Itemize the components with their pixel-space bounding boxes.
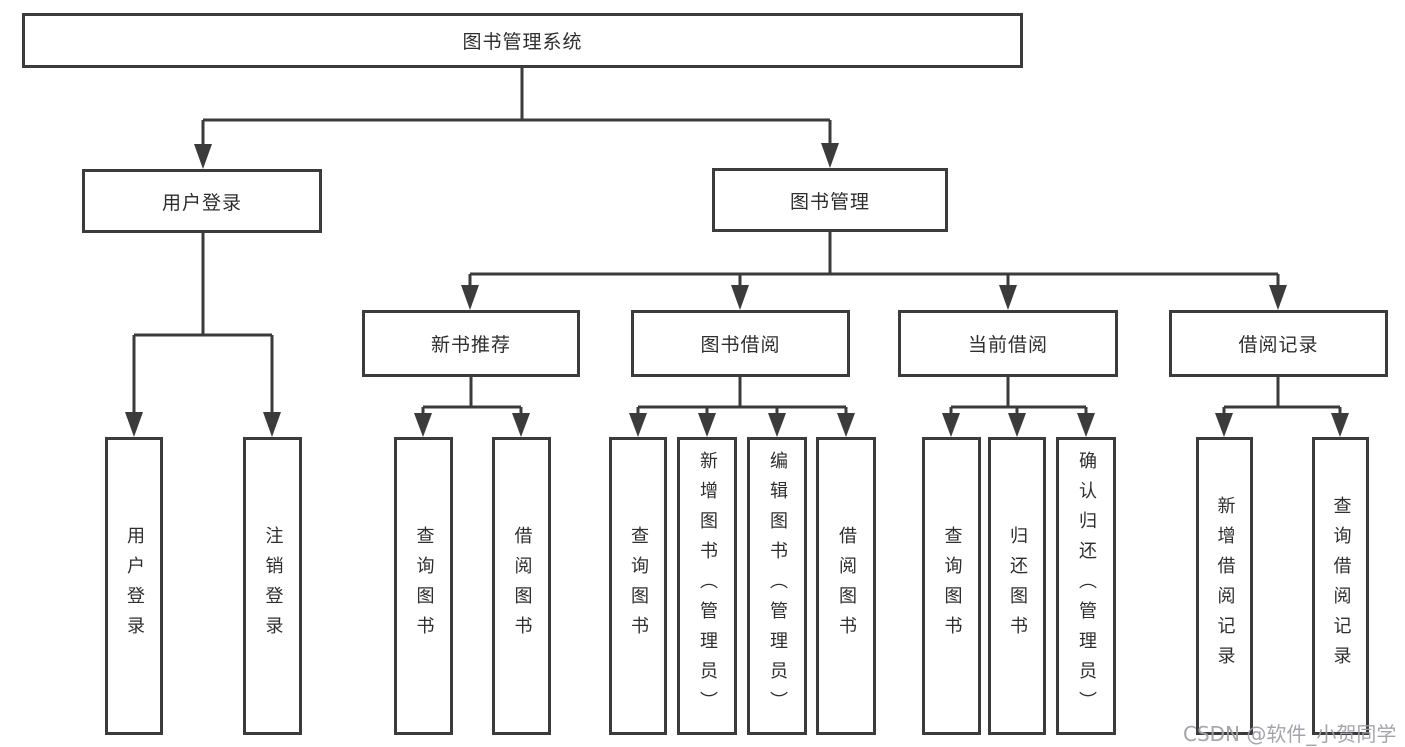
node-label: 借阅图书 <box>836 526 857 646</box>
node-label: 查询借阅记录 <box>1330 496 1352 676</box>
node-leaf-borrowing-edit-books-admin: 编辑图书（管理员） <box>747 437 807 735</box>
node-label: 图书管理 <box>789 190 870 213</box>
node-leaf-records-query-record: 查询借阅记录 <box>1312 437 1369 735</box>
node-label: 用户登录 <box>161 191 242 214</box>
node-label: 用户登录 <box>124 526 145 646</box>
node-leaf-borrowing-borrow-books: 借阅图书 <box>816 437 876 735</box>
node-current-borrowing: 当前借阅 <box>898 310 1118 377</box>
node-label: 查询图书 <box>628 526 649 646</box>
node-leaf-borrowing-add-books-admin: 新增图书（管理员） <box>677 437 737 735</box>
node-label: 注销登录 <box>262 526 284 646</box>
node-borrowing-records: 借阅记录 <box>1169 310 1388 377</box>
node-label: 确认归还（管理员） <box>1076 451 1097 721</box>
node-label: 图书借阅 <box>700 334 781 356</box>
node-label: 查询图书 <box>941 526 963 646</box>
node-label: 借阅图书 <box>511 526 533 646</box>
node-leaf-records-add-record: 新增借阅记录 <box>1196 437 1253 735</box>
node-label: 借阅记录 <box>1238 334 1319 356</box>
node-new-book-recommend: 新书推荐 <box>362 310 580 377</box>
node-leaf-current-return-books: 归还图书 <box>988 437 1046 735</box>
node-leaf-recommend-borrow-books: 借阅图书 <box>492 437 551 735</box>
node-label: 新增图书（管理员） <box>697 451 718 721</box>
node-label: 图书管理系统 <box>462 31 583 53</box>
node-book-management: 图书管理 <box>712 168 948 232</box>
node-label: 新书推荐 <box>430 334 511 356</box>
node-user-login-branch: 用户登录 <box>82 169 322 233</box>
node-leaf-recommend-query-books: 查询图书 <box>394 437 453 735</box>
node-library-system-root: 图书管理系统 <box>22 13 1023 68</box>
node-label: 编辑图书（管理员） <box>767 451 788 721</box>
node-label: 归还图书 <box>1007 526 1028 646</box>
node-label: 新增借阅记录 <box>1214 496 1236 676</box>
node-leaf-borrowing-query-books: 查询图书 <box>609 437 667 735</box>
node-leaf-user-login: 用户登录 <box>105 437 163 735</box>
node-label: 当前借阅 <box>967 334 1048 356</box>
csdn-watermark: CSDN @软件_小贺同学 <box>1183 722 1397 746</box>
node-leaf-logout: 注销登录 <box>243 437 302 735</box>
node-leaf-current-confirm-return-admin: 确认归还（管理员） <box>1056 437 1116 735</box>
node-leaf-current-query-books: 查询图书 <box>922 437 981 735</box>
node-label: 查询图书 <box>413 526 435 646</box>
node-book-borrowing: 图书借阅 <box>631 310 850 377</box>
